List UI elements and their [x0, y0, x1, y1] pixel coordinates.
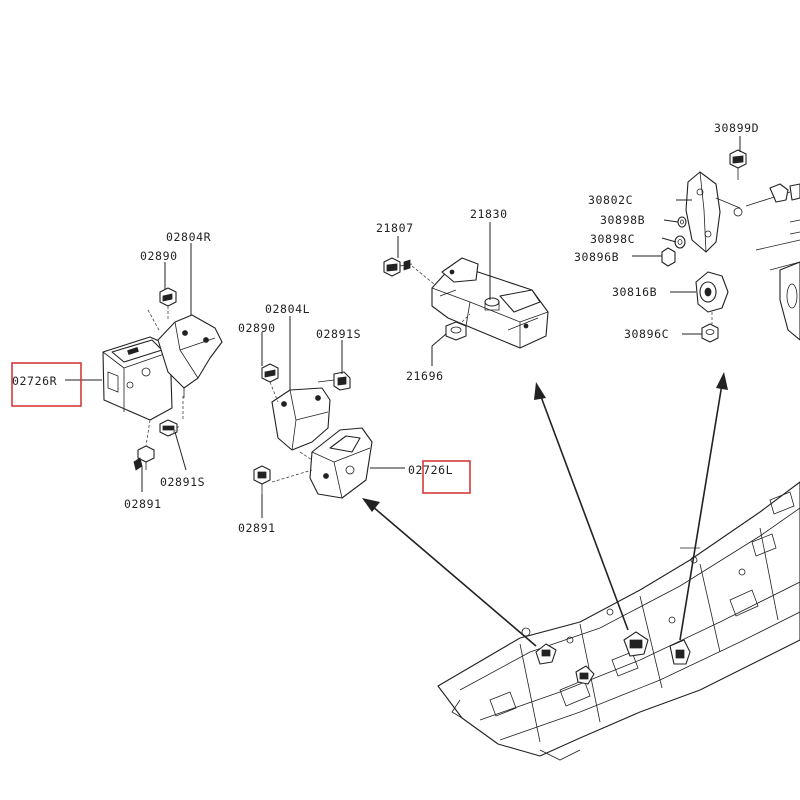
bolt-30899D[interactable] — [729, 149, 747, 180]
pointer-arrows — [362, 372, 728, 647]
bracket-30802C[interactable] — [685, 171, 741, 253]
left-engine-mount-group — [253, 316, 405, 518]
label-21696[interactable]: 21696 — [406, 369, 444, 383]
label-02891-right[interactable]: 02891 — [124, 497, 162, 511]
bolt-02890-left[interactable] — [261, 363, 279, 383]
label-02804R[interactable]: 02804R — [166, 230, 211, 244]
label-21830[interactable]: 21830 — [470, 207, 508, 221]
label-02891-left[interactable]: 02891 — [238, 521, 276, 535]
label-30898B[interactable]: 30898B — [600, 213, 645, 227]
label-30898C[interactable]: 30898C — [590, 232, 635, 246]
nut-02891S-right[interactable] — [159, 419, 178, 437]
bolt-02891S-left[interactable] — [317, 371, 351, 391]
highlight-box-02726L — [422, 460, 471, 494]
washer-30898B[interactable] — [677, 216, 687, 228]
label-30816B[interactable]: 30816B — [612, 285, 657, 299]
bolt-21807[interactable] — [383, 257, 413, 277]
label-02890-left[interactable]: 02890 — [238, 321, 276, 335]
transmission-mount-group — [383, 222, 549, 366]
label-02891S-right[interactable]: 02891S — [160, 475, 205, 489]
washer-30898C[interactable] — [674, 235, 686, 249]
crossmember-partial — [755, 219, 800, 341]
rear-mount-group — [632, 136, 800, 343]
nut-30896C[interactable] — [701, 323, 719, 343]
label-02891S-left[interactable]: 02891S — [316, 327, 361, 341]
label-02804L[interactable]: 02804L — [265, 302, 310, 316]
bolt-02891-left[interactable] — [253, 465, 271, 494]
vehicle-frame — [437, 481, 800, 761]
transmission-mount-21830[interactable] — [431, 257, 549, 349]
label-30899D[interactable]: 30899D — [714, 121, 759, 135]
label-30896B[interactable]: 30896B — [574, 250, 619, 264]
frame-mount-rear — [669, 639, 691, 665]
mount-bracket-left[interactable] — [271, 387, 331, 451]
nut-21696[interactable] — [445, 321, 467, 341]
part-labels: 02804R 02890 02726R 02891S 02891 02804L … — [12, 121, 759, 535]
label-02726L[interactable]: 02726L — [408, 463, 453, 477]
bolt-02890-right[interactable] — [159, 287, 177, 307]
insulator-30816B[interactable] — [695, 271, 729, 313]
label-02726R[interactable]: 02726R — [12, 374, 57, 388]
bolt-02891-right[interactable] — [133, 445, 155, 471]
mount-bracket-right[interactable] — [157, 314, 223, 398]
label-21807[interactable]: 21807 — [376, 221, 414, 235]
label-30896C[interactable]: 30896C — [624, 327, 669, 341]
engine-mount-left[interactable] — [309, 427, 373, 499]
nut-30896B[interactable] — [661, 247, 676, 267]
highlight-box-02726R — [11, 362, 82, 407]
engine-mount-right[interactable] — [102, 336, 173, 421]
long-bolt[interactable] — [733, 183, 800, 217]
frame-mount-front — [535, 643, 557, 665]
label-02890-right[interactable]: 02890 — [140, 249, 178, 263]
frame-mount-transmission — [623, 631, 649, 657]
right-engine-mount-group — [65, 243, 223, 492]
frame-mount-lower — [575, 665, 595, 685]
label-30802C[interactable]: 30802C — [588, 193, 633, 207]
